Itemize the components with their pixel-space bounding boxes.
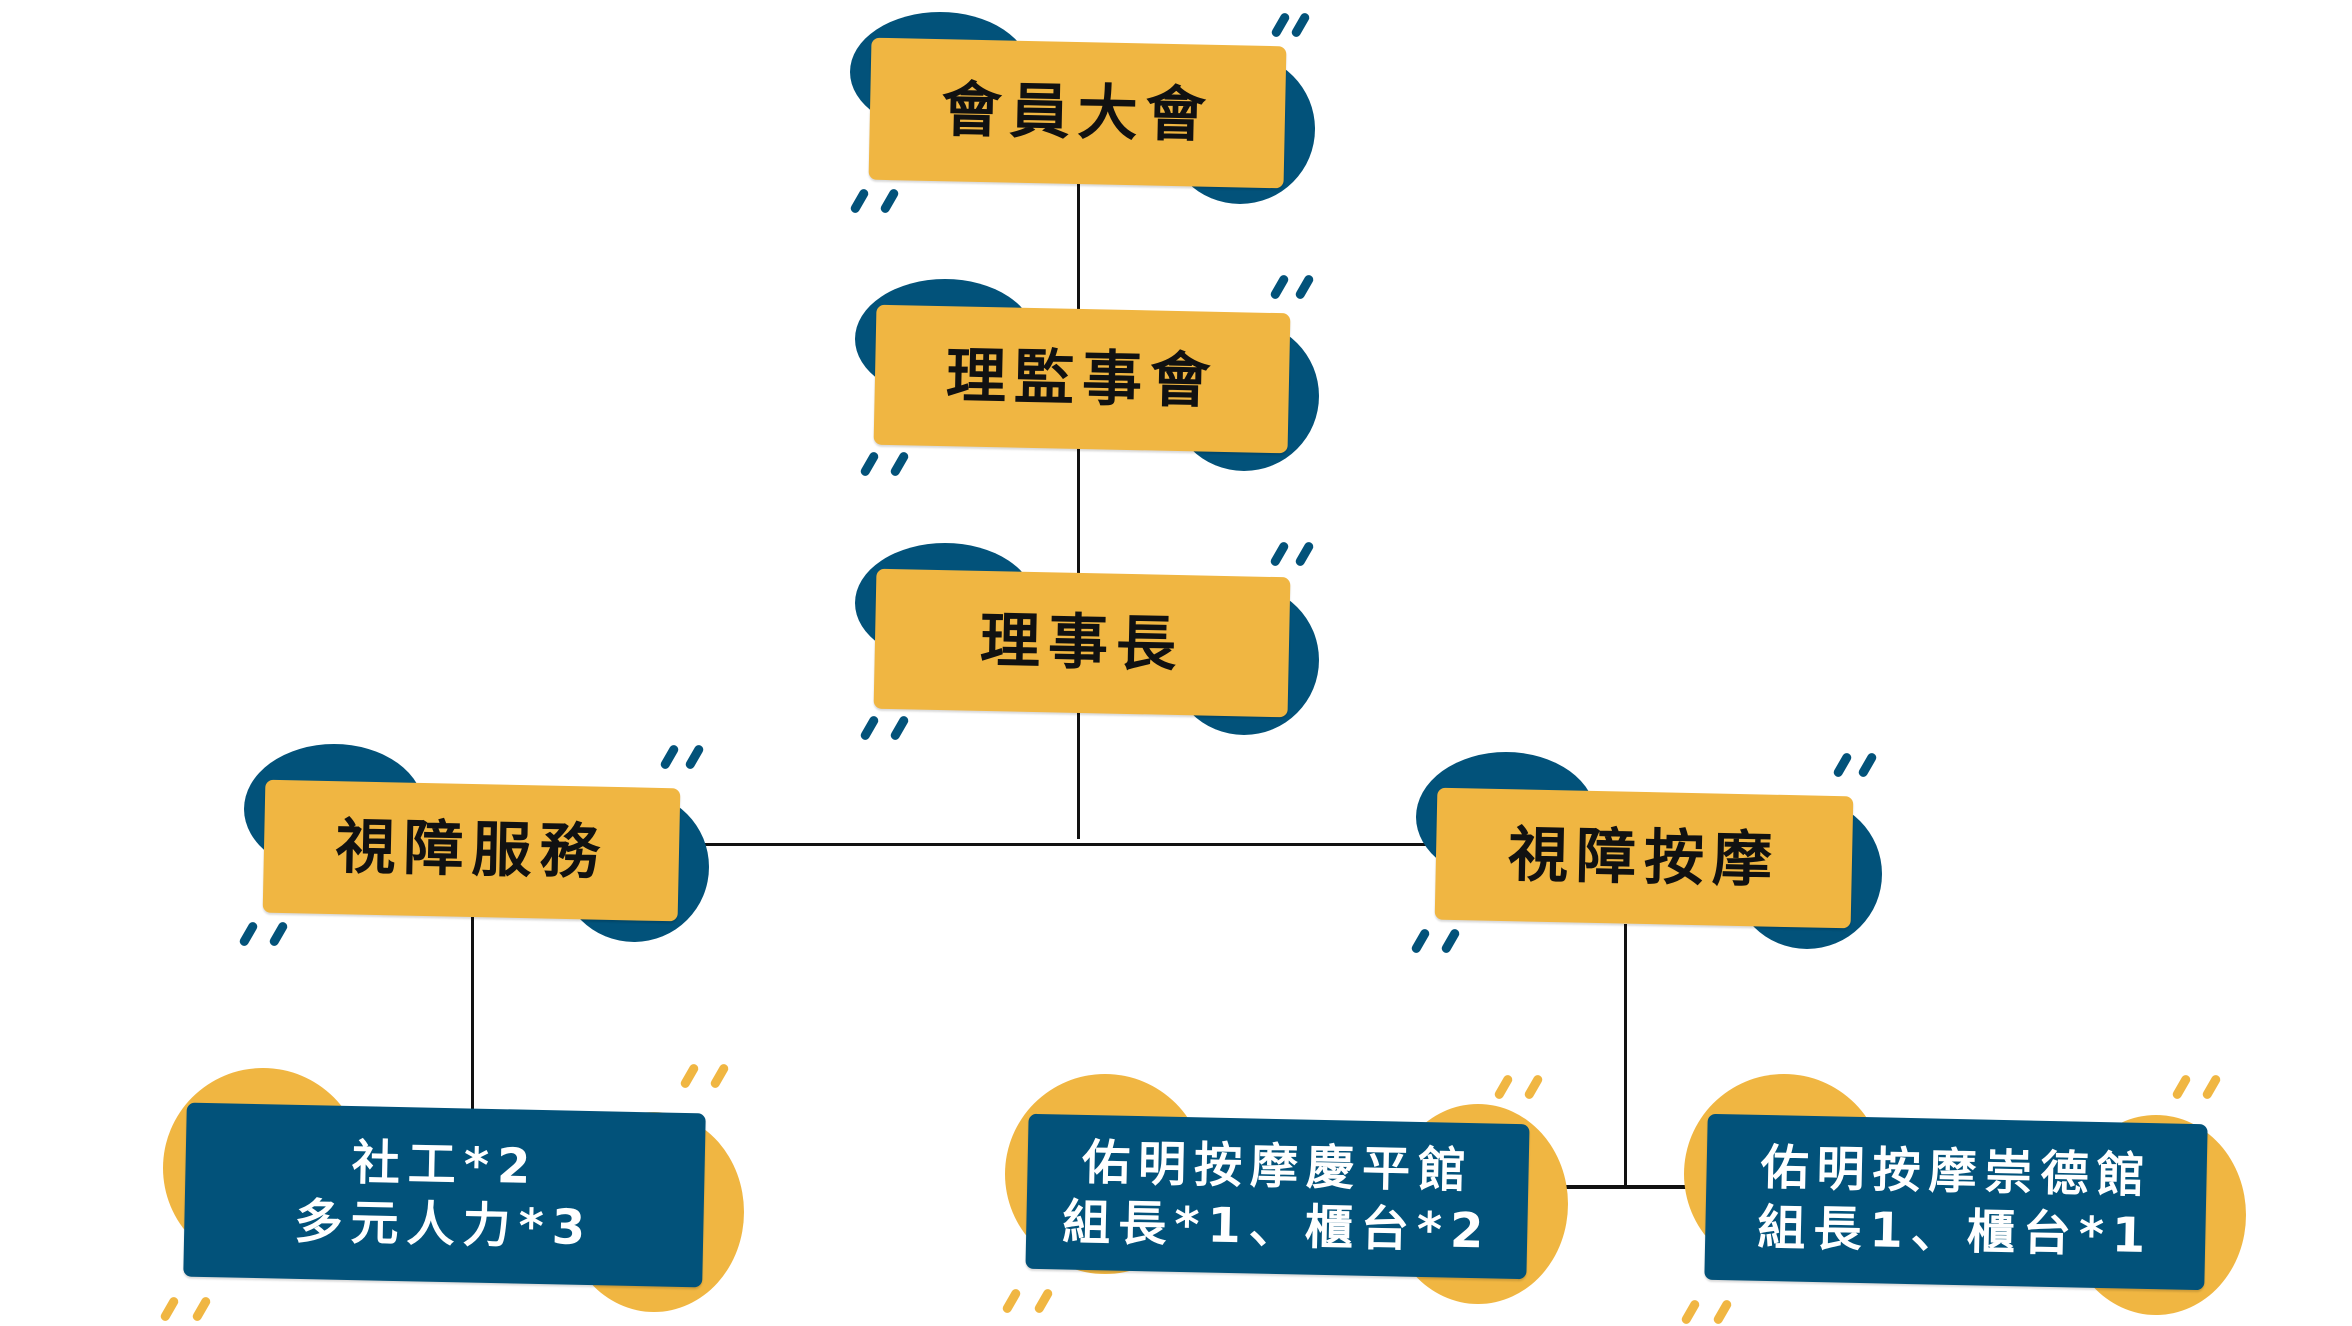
connector-main-vertical — [1077, 184, 1080, 839]
node-label-line2: 多元人力*3 — [294, 1193, 594, 1257]
node-label-line1: 社工*2 — [351, 1135, 539, 1195]
node-chongde-branch: 佑明按摩崇德館 組長1、櫃台*1 — [1680, 1073, 2246, 1326]
node-label: 理事長 — [873, 568, 1291, 718]
node-visual-massage: 視障按摩 — [1410, 751, 1882, 955]
node-label: 理監事會 — [873, 304, 1291, 454]
node-label-line2: 組長1、櫃台*1 — [1756, 1199, 2154, 1265]
connector-horizontal-branch — [679, 843, 1436, 846]
node-visual-services: 視障服務 — [238, 743, 709, 948]
node-label-line1: 佑明按摩崇德館 — [1760, 1139, 2154, 1205]
node-label-line1: 佑明按摩慶平館 — [1081, 1134, 1475, 1199]
node-chairman: 理事長 — [855, 540, 1319, 742]
node-label: 會員大會 — [868, 37, 1287, 189]
node-qingping-branch: 佑明按摩慶平館 組長*1、櫃台*2 — [1001, 1073, 1568, 1315]
connector-services-vertical — [471, 917, 474, 1112]
node-social-work: 社工*2 多元人力*3 — [159, 1062, 744, 1323]
connector-massage-vertical — [1624, 924, 1627, 1188]
node-board: 理監事會 — [855, 273, 1319, 478]
node-general-assembly: 會員大會 — [849, 11, 1315, 215]
node-label-line2: 組長*1、櫃台*2 — [1061, 1194, 1492, 1259]
node-label: 視障按摩 — [1434, 787, 1854, 929]
node-label: 視障服務 — [262, 779, 681, 922]
connector-massage-horizontal — [1528, 1185, 1706, 1189]
